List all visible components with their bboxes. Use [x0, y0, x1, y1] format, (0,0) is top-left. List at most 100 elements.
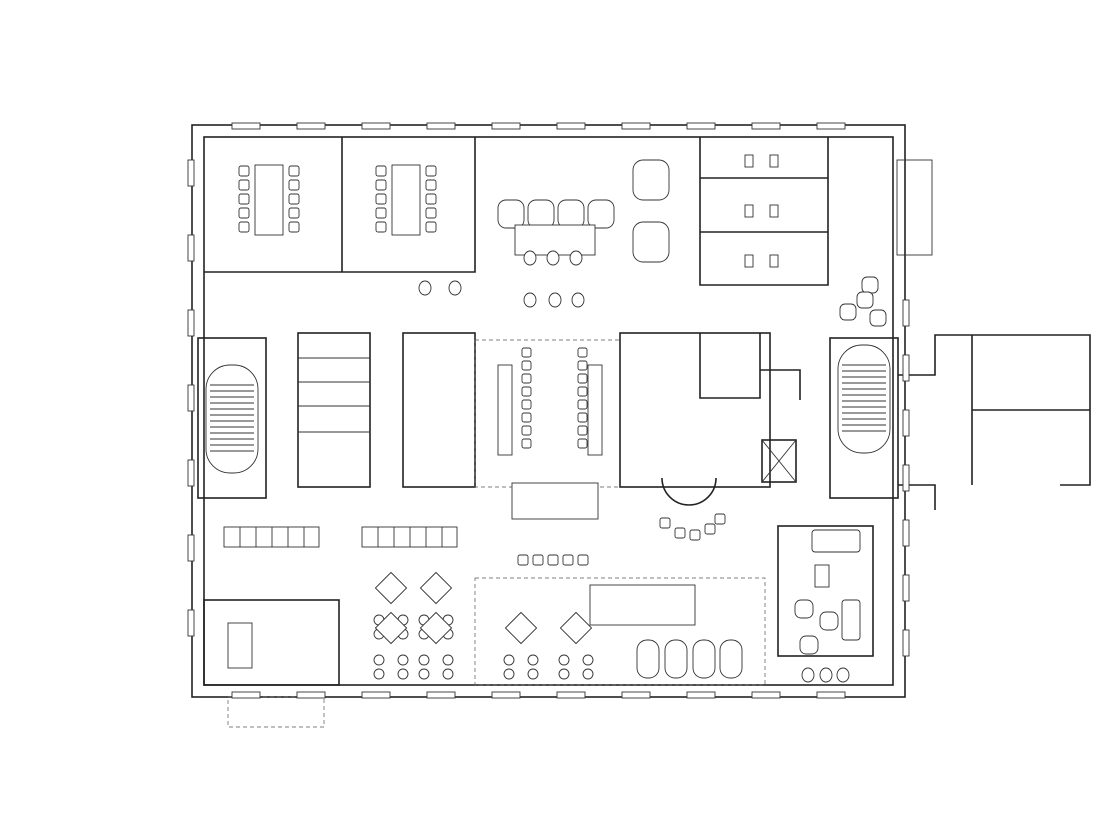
window: [686, 691, 716, 699]
chair: [577, 412, 588, 423]
chair: [521, 425, 532, 436]
stool: [836, 667, 850, 683]
cafe-table: [504, 611, 538, 645]
chair: [288, 193, 300, 205]
window: [556, 691, 586, 699]
chair: [521, 399, 532, 410]
window: [426, 122, 456, 130]
desk: [769, 204, 779, 218]
chair: [521, 386, 532, 397]
window: [902, 629, 910, 657]
cafe-chair: [373, 668, 385, 680]
chair: [704, 523, 716, 535]
cafe-chair: [527, 668, 539, 680]
cafe-chair: [373, 654, 385, 666]
coffee-table: [814, 564, 830, 588]
cafe-chair: [442, 654, 454, 666]
cafe-chair: [503, 668, 515, 680]
cafe-table: [374, 571, 408, 605]
window: [187, 384, 195, 412]
bar-stool: [577, 554, 589, 566]
desk: [769, 154, 779, 168]
window: [361, 691, 391, 699]
chair: [577, 373, 588, 384]
window: [902, 354, 910, 382]
cafe-chair: [418, 654, 430, 666]
cafe-chair: [558, 668, 570, 680]
window: [361, 122, 391, 130]
armchair: [799, 635, 819, 655]
stool: [548, 292, 562, 308]
chair: [577, 438, 588, 449]
lockers: [223, 526, 320, 548]
cafe-chair: [397, 668, 409, 680]
window: [686, 122, 716, 130]
armchair: [869, 309, 887, 327]
window: [296, 691, 326, 699]
window: [816, 122, 846, 130]
chair: [238, 165, 250, 177]
bar-stool: [517, 554, 529, 566]
chair: [425, 221, 437, 233]
window: [187, 459, 195, 487]
stool: [571, 292, 585, 308]
stool: [448, 280, 462, 296]
chair: [521, 438, 532, 449]
chair: [425, 207, 437, 219]
chair: [577, 347, 588, 358]
desk: [769, 254, 779, 268]
window: [187, 159, 195, 187]
stool: [819, 667, 833, 683]
armchair: [587, 199, 615, 229]
lounge-chair: [632, 159, 670, 201]
lounge-chair: [719, 639, 743, 679]
bar-stool: [562, 554, 574, 566]
window: [902, 574, 910, 602]
stool: [801, 667, 815, 683]
counter: [511, 482, 599, 520]
cafe-chair: [582, 654, 594, 666]
window: [187, 534, 195, 562]
armchair: [497, 199, 525, 229]
chair: [375, 165, 387, 177]
bench-desk: [587, 364, 603, 456]
chair: [521, 412, 532, 423]
chair: [577, 399, 588, 410]
sofa: [811, 529, 861, 553]
armchair: [861, 276, 879, 294]
window: [556, 122, 586, 130]
stool: [569, 250, 583, 266]
reception-desk: [661, 477, 717, 506]
armchair: [527, 199, 555, 229]
lounge-chair: [664, 639, 688, 679]
window: [231, 122, 261, 130]
cafe-chair: [527, 654, 539, 666]
lounge-chair: [692, 639, 716, 679]
desk: [744, 254, 754, 268]
chair: [689, 529, 701, 541]
chair: [375, 193, 387, 205]
cafe-table: [559, 611, 593, 645]
window: [491, 691, 521, 699]
chair: [238, 193, 250, 205]
chair: [521, 347, 532, 358]
chair: [425, 179, 437, 191]
conference-table: [391, 164, 421, 236]
armchair: [557, 199, 585, 229]
window: [902, 409, 910, 437]
chair: [659, 517, 671, 529]
window: [902, 519, 910, 547]
chair: [577, 425, 588, 436]
chair: [521, 360, 532, 371]
window: [426, 691, 456, 699]
conference-table: [254, 164, 284, 236]
bar-stool: [532, 554, 544, 566]
cafe-table: [419, 571, 453, 605]
window: [751, 691, 781, 699]
cafe-chair: [397, 654, 409, 666]
cafe-chair: [418, 668, 430, 680]
window: [187, 309, 195, 337]
chair: [288, 207, 300, 219]
window: [231, 691, 261, 699]
window: [621, 691, 651, 699]
